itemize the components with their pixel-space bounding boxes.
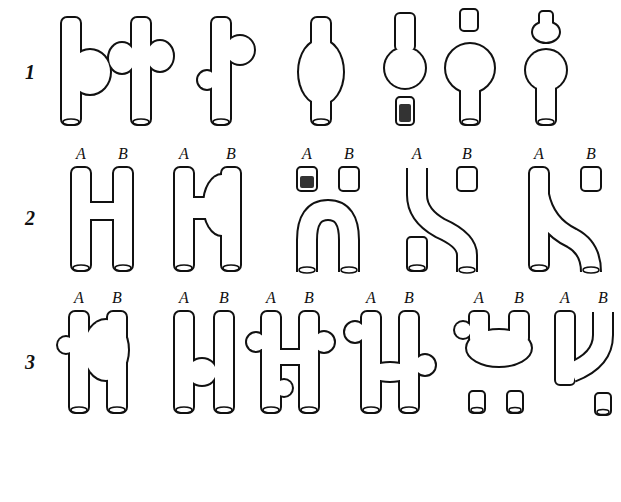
vessel-letter: B (118, 146, 128, 162)
vessel-letter: A (266, 290, 276, 306)
vessel-letter: A (474, 290, 484, 306)
row-number: 3 (25, 352, 35, 372)
vessel-letter: B (304, 290, 314, 306)
vessel-letter: B (404, 290, 414, 306)
vessel-letter: B (586, 146, 596, 162)
row-number: 1 (25, 62, 35, 82)
vessel-letter: A (179, 146, 189, 162)
vessel-letter: B (514, 290, 524, 306)
vessel-letter: B (226, 146, 236, 162)
vessel-letter: B (598, 290, 608, 306)
vessel-letter: A (179, 290, 189, 306)
vessel-letter: A (534, 146, 544, 162)
vessel-letter: B (344, 146, 354, 162)
vessel-letter: B (112, 290, 122, 306)
vessel-letter: A (76, 146, 86, 162)
vessel-letter: A (412, 146, 422, 162)
vessel-letter: B (219, 290, 229, 306)
vessel-letter: A (302, 146, 312, 162)
vessel-letter: A (560, 290, 570, 306)
vessel-letter: B (462, 146, 472, 162)
vessel-letter: A (74, 290, 84, 306)
row-number: 2 (25, 208, 35, 228)
vessel-letter: A (366, 290, 376, 306)
